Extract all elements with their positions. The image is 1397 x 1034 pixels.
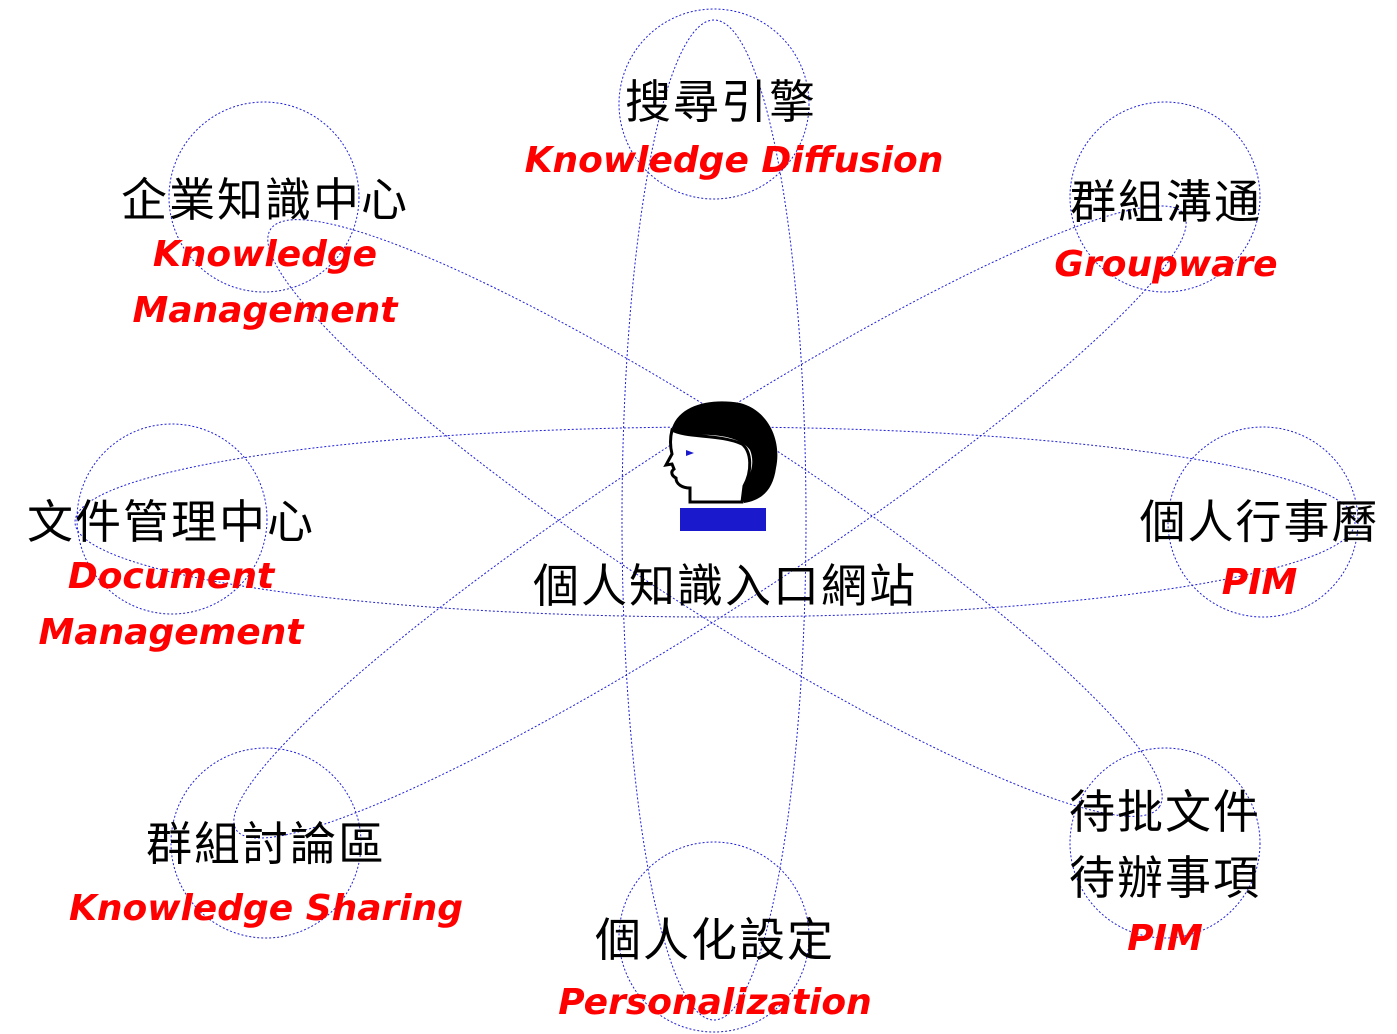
node-document-subtitle-2: Management [38, 612, 304, 653]
node-enterprise-subtitle-2: Management [132, 290, 398, 331]
node-circle-calendar [1167, 426, 1359, 618]
node-circle-enterprise [168, 101, 360, 293]
node-circle-pending [1069, 747, 1261, 939]
orbit-horizontal [74, 426, 1356, 618]
node-groupware-title: 群組溝通 [1070, 175, 1262, 229]
node-circle-document [76, 423, 268, 615]
node-personalization-subtitle: Personalization [558, 982, 872, 1023]
node-circle-groupware [1069, 101, 1261, 293]
node-discussion[interactable]: 群組討論區 Knowledge Sharing [60, 816, 472, 934]
node-document-title: 文件管理中心 [27, 495, 315, 549]
node-discussion-subtitle: Knowledge Sharing [68, 888, 464, 929]
node-circle-personalization [618, 841, 810, 1033]
node-groupware[interactable]: 群組溝通 Groupware [1035, 174, 1297, 290]
node-enterprise-title: 企業知識中心 [121, 173, 409, 227]
orbit-diagonal-up [233, 205, 1187, 839]
node-circle-discussion [170, 747, 362, 939]
node-calendar[interactable]: 個人行事曆 PIM [1122, 494, 1397, 608]
node-circle-search [618, 8, 810, 200]
orbit-vertical [621, 19, 807, 1021]
node-calendar-subtitle: PIM [1221, 562, 1298, 603]
node-groupware-subtitle: Groupware [1054, 244, 1278, 285]
node-enterprise-subtitle-1: Knowledge [152, 234, 378, 275]
node-calendar-title: 個人行事曆 [1139, 495, 1380, 549]
center-label: 個人知識入口網站 [533, 559, 917, 613]
node-pending-subtitle: PIM [1127, 918, 1203, 959]
person-head-icon [663, 401, 778, 531]
node-search-subtitle: Knowledge Diffusion [524, 140, 944, 181]
orbit-diagonal-down [267, 219, 1163, 817]
node-personalization-title: 個人化設定 [595, 913, 835, 967]
node-discussion-title: 群組討論區 [146, 817, 386, 871]
node-search-title: 搜尋引擎 [625, 75, 817, 129]
node-pending-title-1: 待批文件 [1069, 785, 1261, 839]
node-pending[interactable]: 待批文件 待辦事項 PIM [1040, 784, 1290, 964]
node-document-subtitle-1: Document [67, 556, 275, 597]
node-personalization[interactable]: 個人化設定 Personalization [540, 912, 890, 1028]
node-document[interactable]: 文件管理中心 Document Management [0, 494, 342, 658]
node-search[interactable]: 搜尋引擎 Knowledge Diffusion [514, 74, 954, 186]
node-pending-title-2: 待辦事項 [1069, 851, 1261, 905]
node-enterprise[interactable]: 企業知識中心 Knowledge Management [90, 172, 440, 336]
